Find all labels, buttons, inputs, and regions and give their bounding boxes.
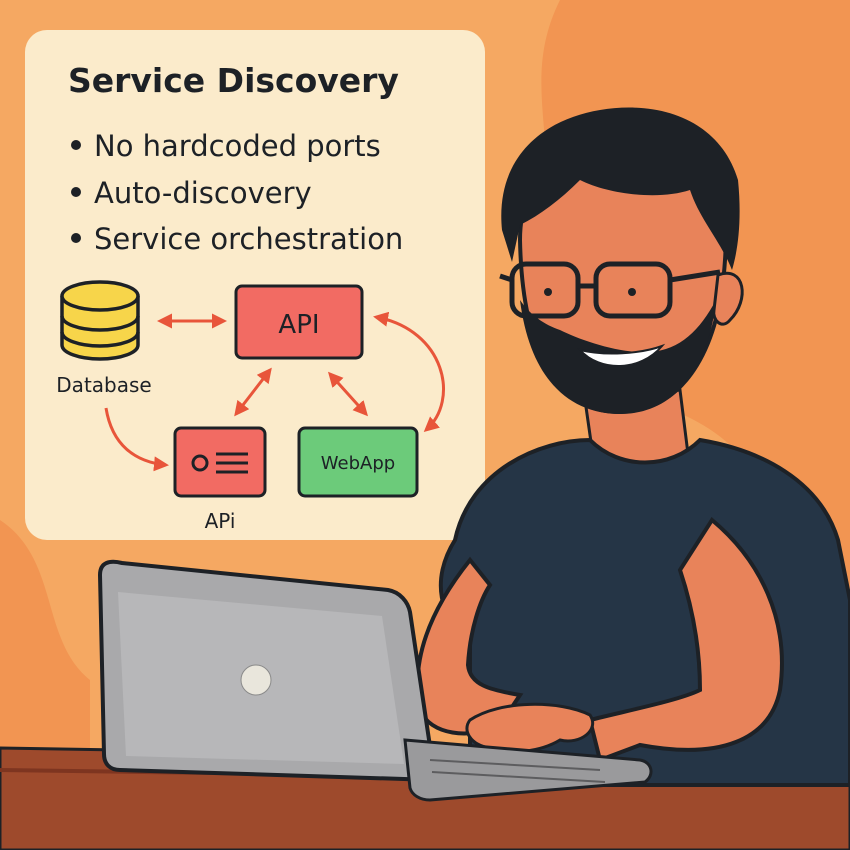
webapp-service-label: WebApp: [321, 453, 395, 474]
laptop: [97, 559, 653, 802]
diagram-arrows: [104, 311, 445, 472]
database-cylinder-icon: [60, 280, 140, 361]
bullet-dot: [71, 140, 81, 150]
webapp-service-box: [297, 426, 419, 498]
right-arm: [587, 517, 784, 763]
bullet-item: Service orchestration: [94, 222, 403, 256]
api-service-label: API: [278, 310, 319, 340]
glasses: [499, 261, 721, 319]
apple-logo-icon: [240, 664, 272, 696]
api-card-label: APi: [205, 509, 236, 533]
person-illustration: [415, 107, 850, 787]
arrow-api-webapp-curve: [373, 311, 445, 432]
laptop-base: [403, 738, 653, 802]
bullet-dot: [71, 233, 81, 243]
arrow-db-card: [104, 407, 169, 472]
panel-title: Service Discovery: [68, 61, 399, 100]
bullet-dot: [71, 187, 81, 197]
arrow-api-card: [234, 367, 272, 417]
database-label: Database: [56, 373, 151, 397]
id-card-icon: [191, 452, 248, 474]
hair: [501, 107, 740, 270]
bullet-item: Auto-discovery: [94, 176, 312, 210]
arrow-api-webapp: [327, 371, 369, 417]
bullet-item: No hardcoded ports: [94, 129, 381, 163]
api-service-box: [234, 284, 364, 360]
